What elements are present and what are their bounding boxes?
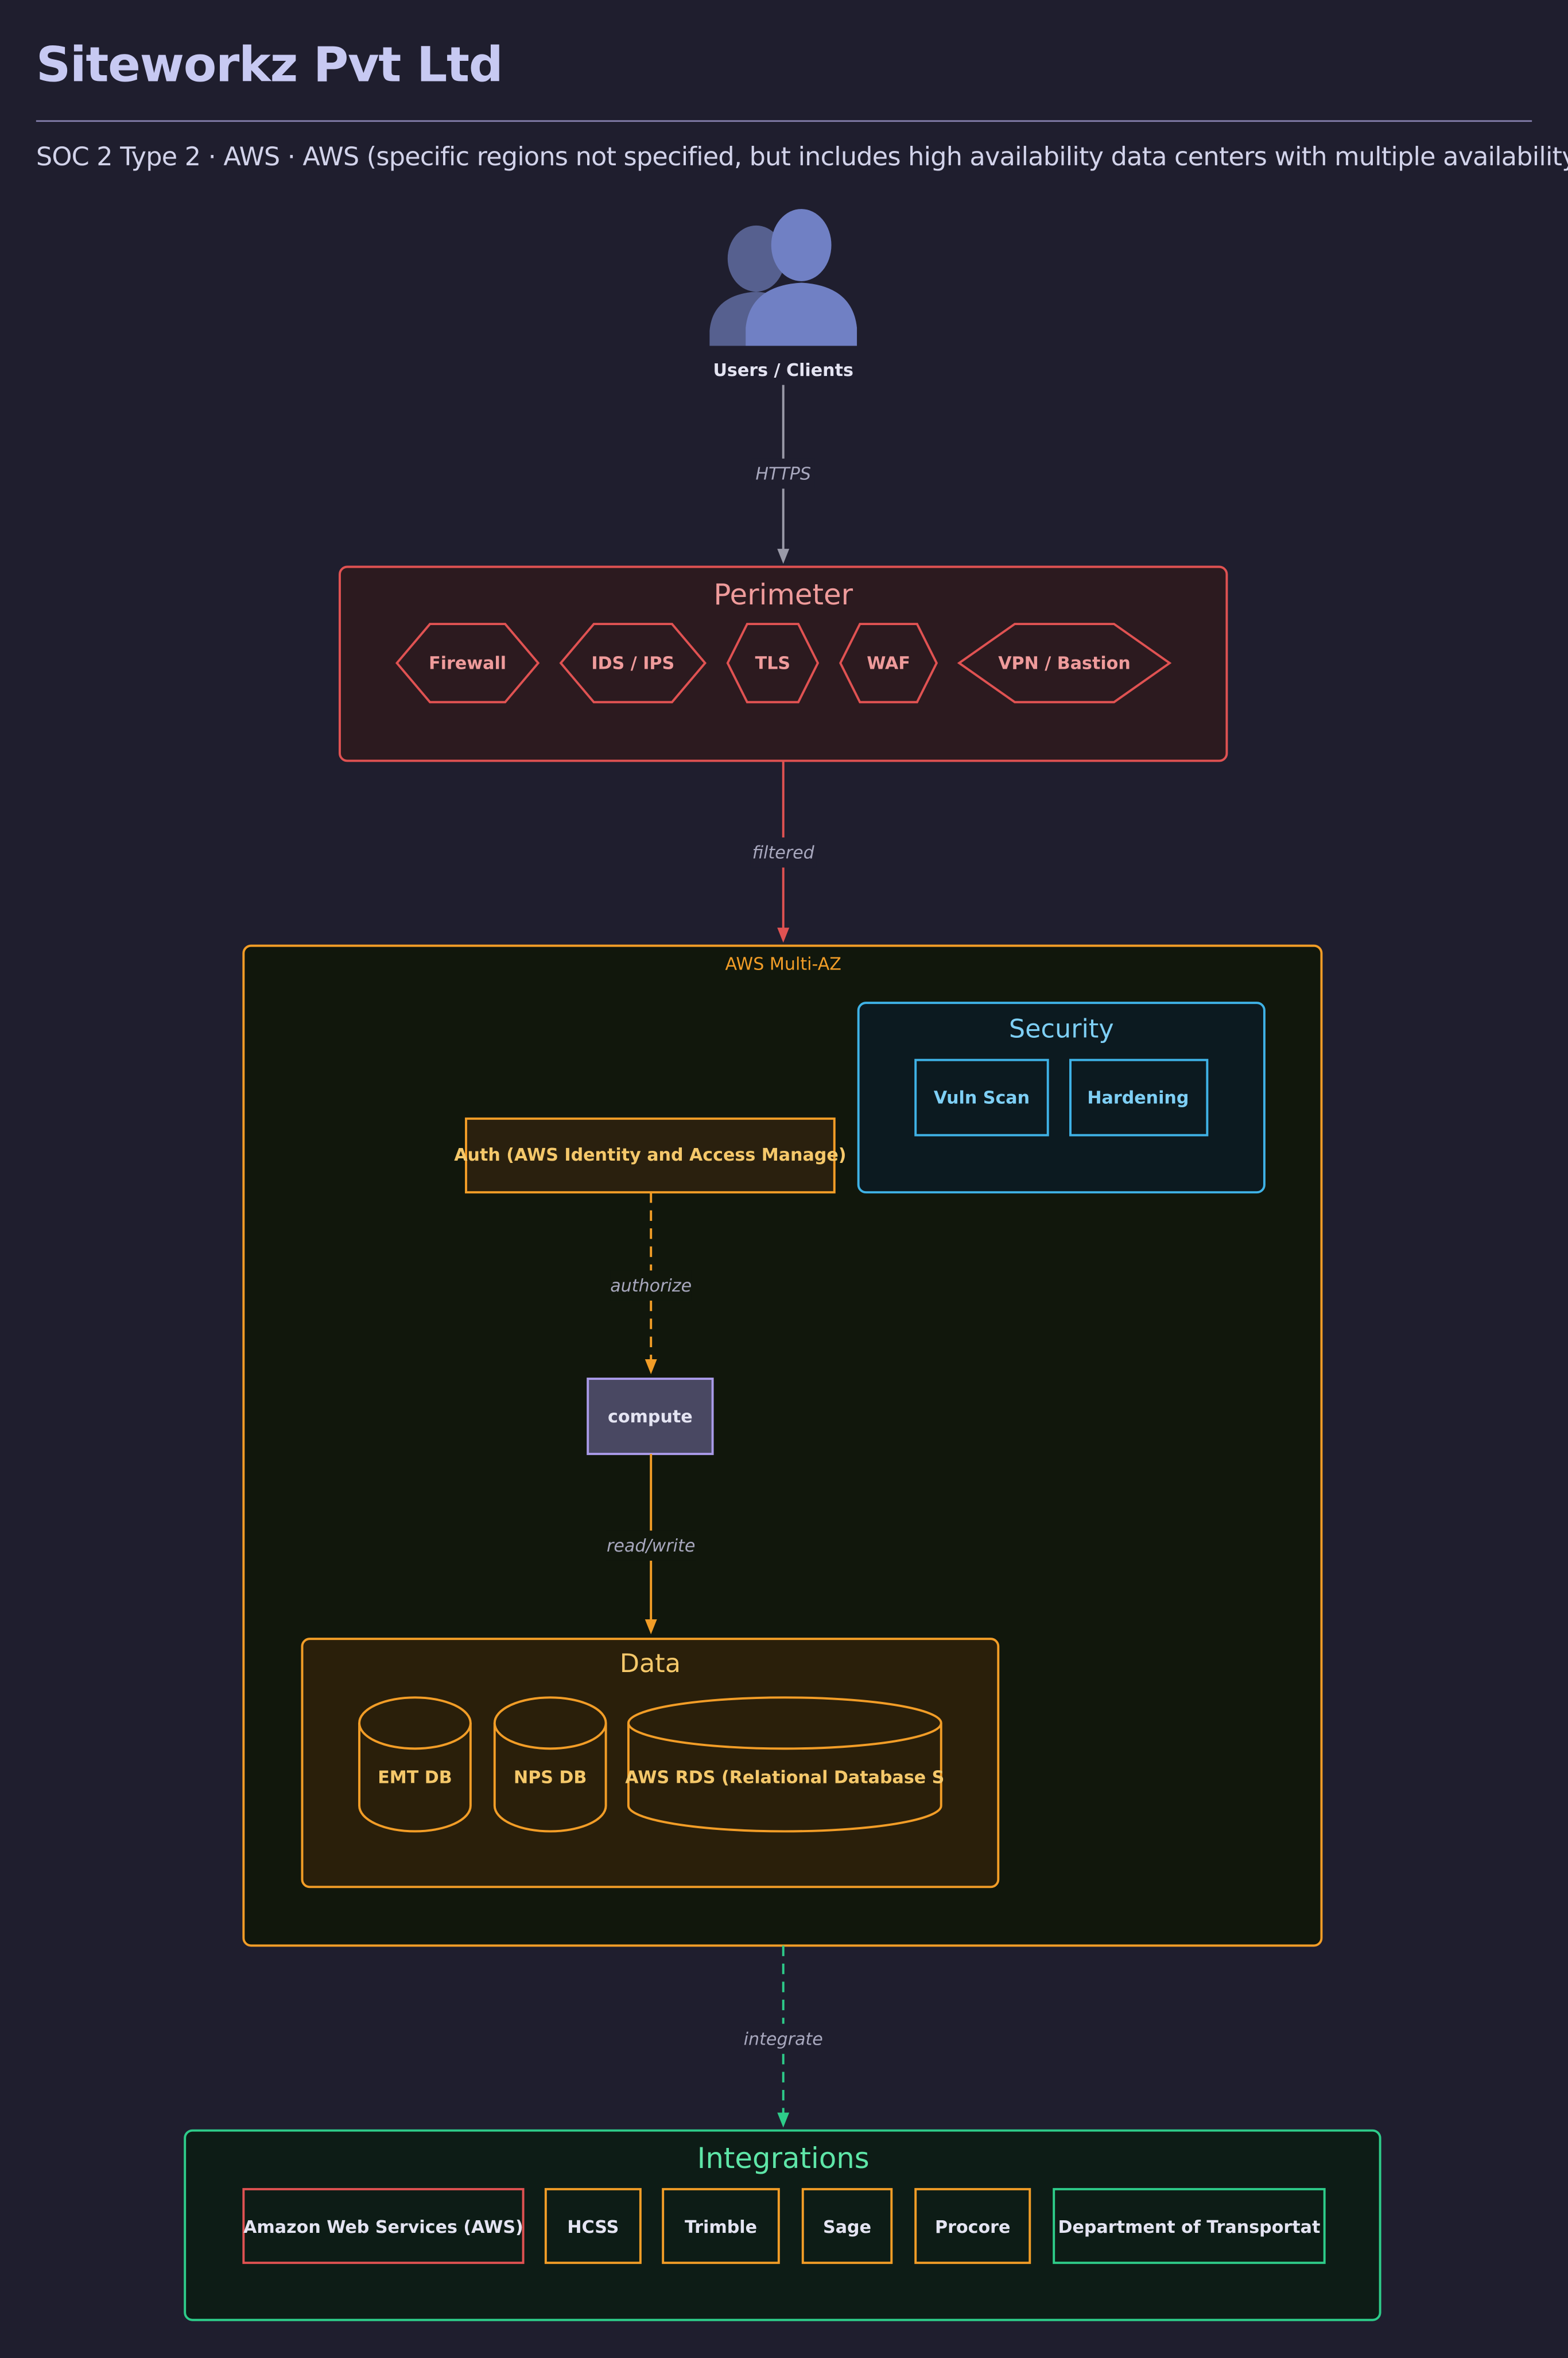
users-label: Users / Clients [713, 360, 853, 381]
edge-label-read-write: read/write [607, 1536, 695, 1556]
database-cylinder-icon: NPS DB [493, 1696, 607, 1833]
integration-item-trimble: Trimble [662, 2188, 780, 2264]
perimeter-item-firewall: Firewall [395, 623, 540, 704]
integration-item-hcss: HCSS [544, 2188, 642, 2264]
compute-node: compute [587, 1378, 714, 1455]
integration-item-procore: Procore [914, 2188, 1031, 2264]
integration-item-sage: Sage [801, 2188, 893, 2264]
edge-label-authorize: authorize [610, 1276, 692, 1296]
perimeter-item-label: TLS [755, 654, 790, 674]
page-title: Siteworkz Pvt Ltd [36, 36, 503, 94]
perimeter-item-label: WAF [867, 654, 910, 674]
integration-item-label: Trimble [685, 2217, 757, 2237]
auth-label: Auth (AWS Identity and Access Manage) [454, 1145, 846, 1165]
compute-label: compute [608, 1407, 693, 1427]
perimeter-item-waf: WAF [839, 623, 938, 704]
integration-item-department-of-transportation: Department of Transportat [1053, 2188, 1326, 2264]
perimeter-item-label: IDS / IPS [591, 654, 674, 674]
integration-item-label: HCSS [567, 2217, 619, 2237]
security-item-label: Vuln Scan [934, 1088, 1030, 1108]
data-title: Data [620, 1649, 681, 1678]
data-item-label: EMT DB [378, 1768, 452, 1788]
perimeter-item-label: VPN / Bastion [998, 654, 1131, 674]
edge-label-https: HTTPS [755, 464, 811, 484]
security-group [857, 1002, 1266, 1194]
data-item-label: AWS RDS (Relational Database S [625, 1768, 944, 1788]
integration-item-label: Amazon Web Services (AWS) [243, 2217, 523, 2237]
edge-label-filtered: filtered [752, 843, 815, 863]
security-item-vuln-scan: Vuln Scan [914, 1058, 1049, 1137]
perimeter-title: Perimeter [713, 578, 853, 611]
security-item-label: Hardening [1087, 1088, 1189, 1108]
aws-multi-az-label: AWS Multi-AZ [725, 955, 841, 975]
auth-node: Auth (AWS Identity and Access Manage) [454, 1117, 847, 1194]
integration-item-label: Procore [935, 2217, 1010, 2237]
perimeter-item-ids-ips: IDS / IPS [559, 623, 707, 704]
security-title: Security [1009, 1014, 1114, 1044]
integrations-title: Integrations [697, 2142, 870, 2175]
perimeter-item-label: Firewall [429, 654, 506, 674]
perimeter-item-tls: TLS [726, 623, 820, 704]
users-group-icon [709, 209, 857, 346]
perimeter-item-vpn-bastion: VPN / Bastion [957, 623, 1172, 704]
integration-item-aws: Amazon Web Services (AWS) [242, 2188, 525, 2264]
integration-item-label: Department of Transportat [1058, 2217, 1321, 2237]
security-item-hardening: Hardening [1069, 1058, 1209, 1137]
page-subtitle: SOC 2 Type 2 · AWS · AWS (specific regio… [36, 142, 1568, 173]
integration-item-label: Sage [823, 2217, 871, 2237]
integrations-group [184, 2129, 1381, 2321]
database-cylinder-icon: AWS RDS (Relational Database S [625, 1696, 944, 1833]
edge-label-integrate: integrate [744, 2029, 823, 2049]
database-cylinder-icon: EMT DB [358, 1696, 472, 1833]
data-item-label: NPS DB [514, 1768, 587, 1788]
title-divider [36, 120, 1532, 122]
